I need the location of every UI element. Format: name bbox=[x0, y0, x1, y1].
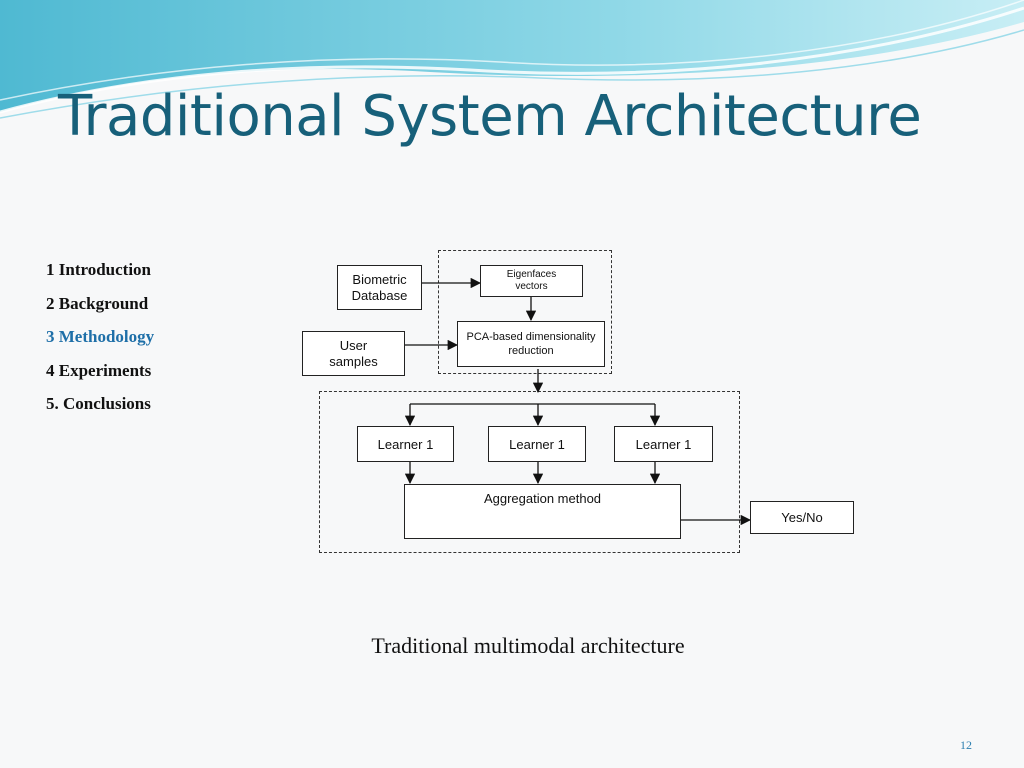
biometric-database-box: Biometric Database bbox=[337, 265, 422, 310]
page-number: 12 bbox=[960, 738, 972, 752]
outline-item-experiments[interactable]: 4 Experiments bbox=[46, 360, 152, 380]
outline-item-conclusions[interactable]: 5. Conclusions bbox=[46, 394, 151, 413]
aggregation-method-box: Aggregation method bbox=[404, 484, 681, 539]
classification-group bbox=[319, 391, 740, 553]
feature-extraction-group bbox=[438, 250, 612, 374]
learner-box-1: Learner 1 bbox=[357, 426, 454, 462]
user-samples-box: User samples bbox=[302, 331, 405, 376]
header-wave-decoration bbox=[0, 0, 1024, 119]
outline-list: 1 Introduction 2 Background 3 Methodolog… bbox=[46, 260, 154, 428]
yes-no-output-box: Yes/No bbox=[750, 501, 854, 534]
learner-box-2: Learner 1 bbox=[488, 426, 586, 462]
slide-title: Traditional System Architecture bbox=[58, 84, 922, 149]
pca-reduction-box: PCA-based dimensionality reduction bbox=[457, 321, 605, 367]
outline-item-introduction[interactable]: 1 Introduction bbox=[46, 260, 152, 279]
outline-item-methodology[interactable]: 3 Methodology bbox=[46, 327, 155, 346]
diagram-caption: Traditional multimodal architecture bbox=[371, 633, 685, 658]
outline-item-background[interactable]: 2 Background bbox=[46, 293, 149, 313]
eigenfaces-vectors-box: Eigenfaces vectors bbox=[480, 265, 583, 297]
learner-box-3: Learner 1 bbox=[614, 426, 713, 462]
